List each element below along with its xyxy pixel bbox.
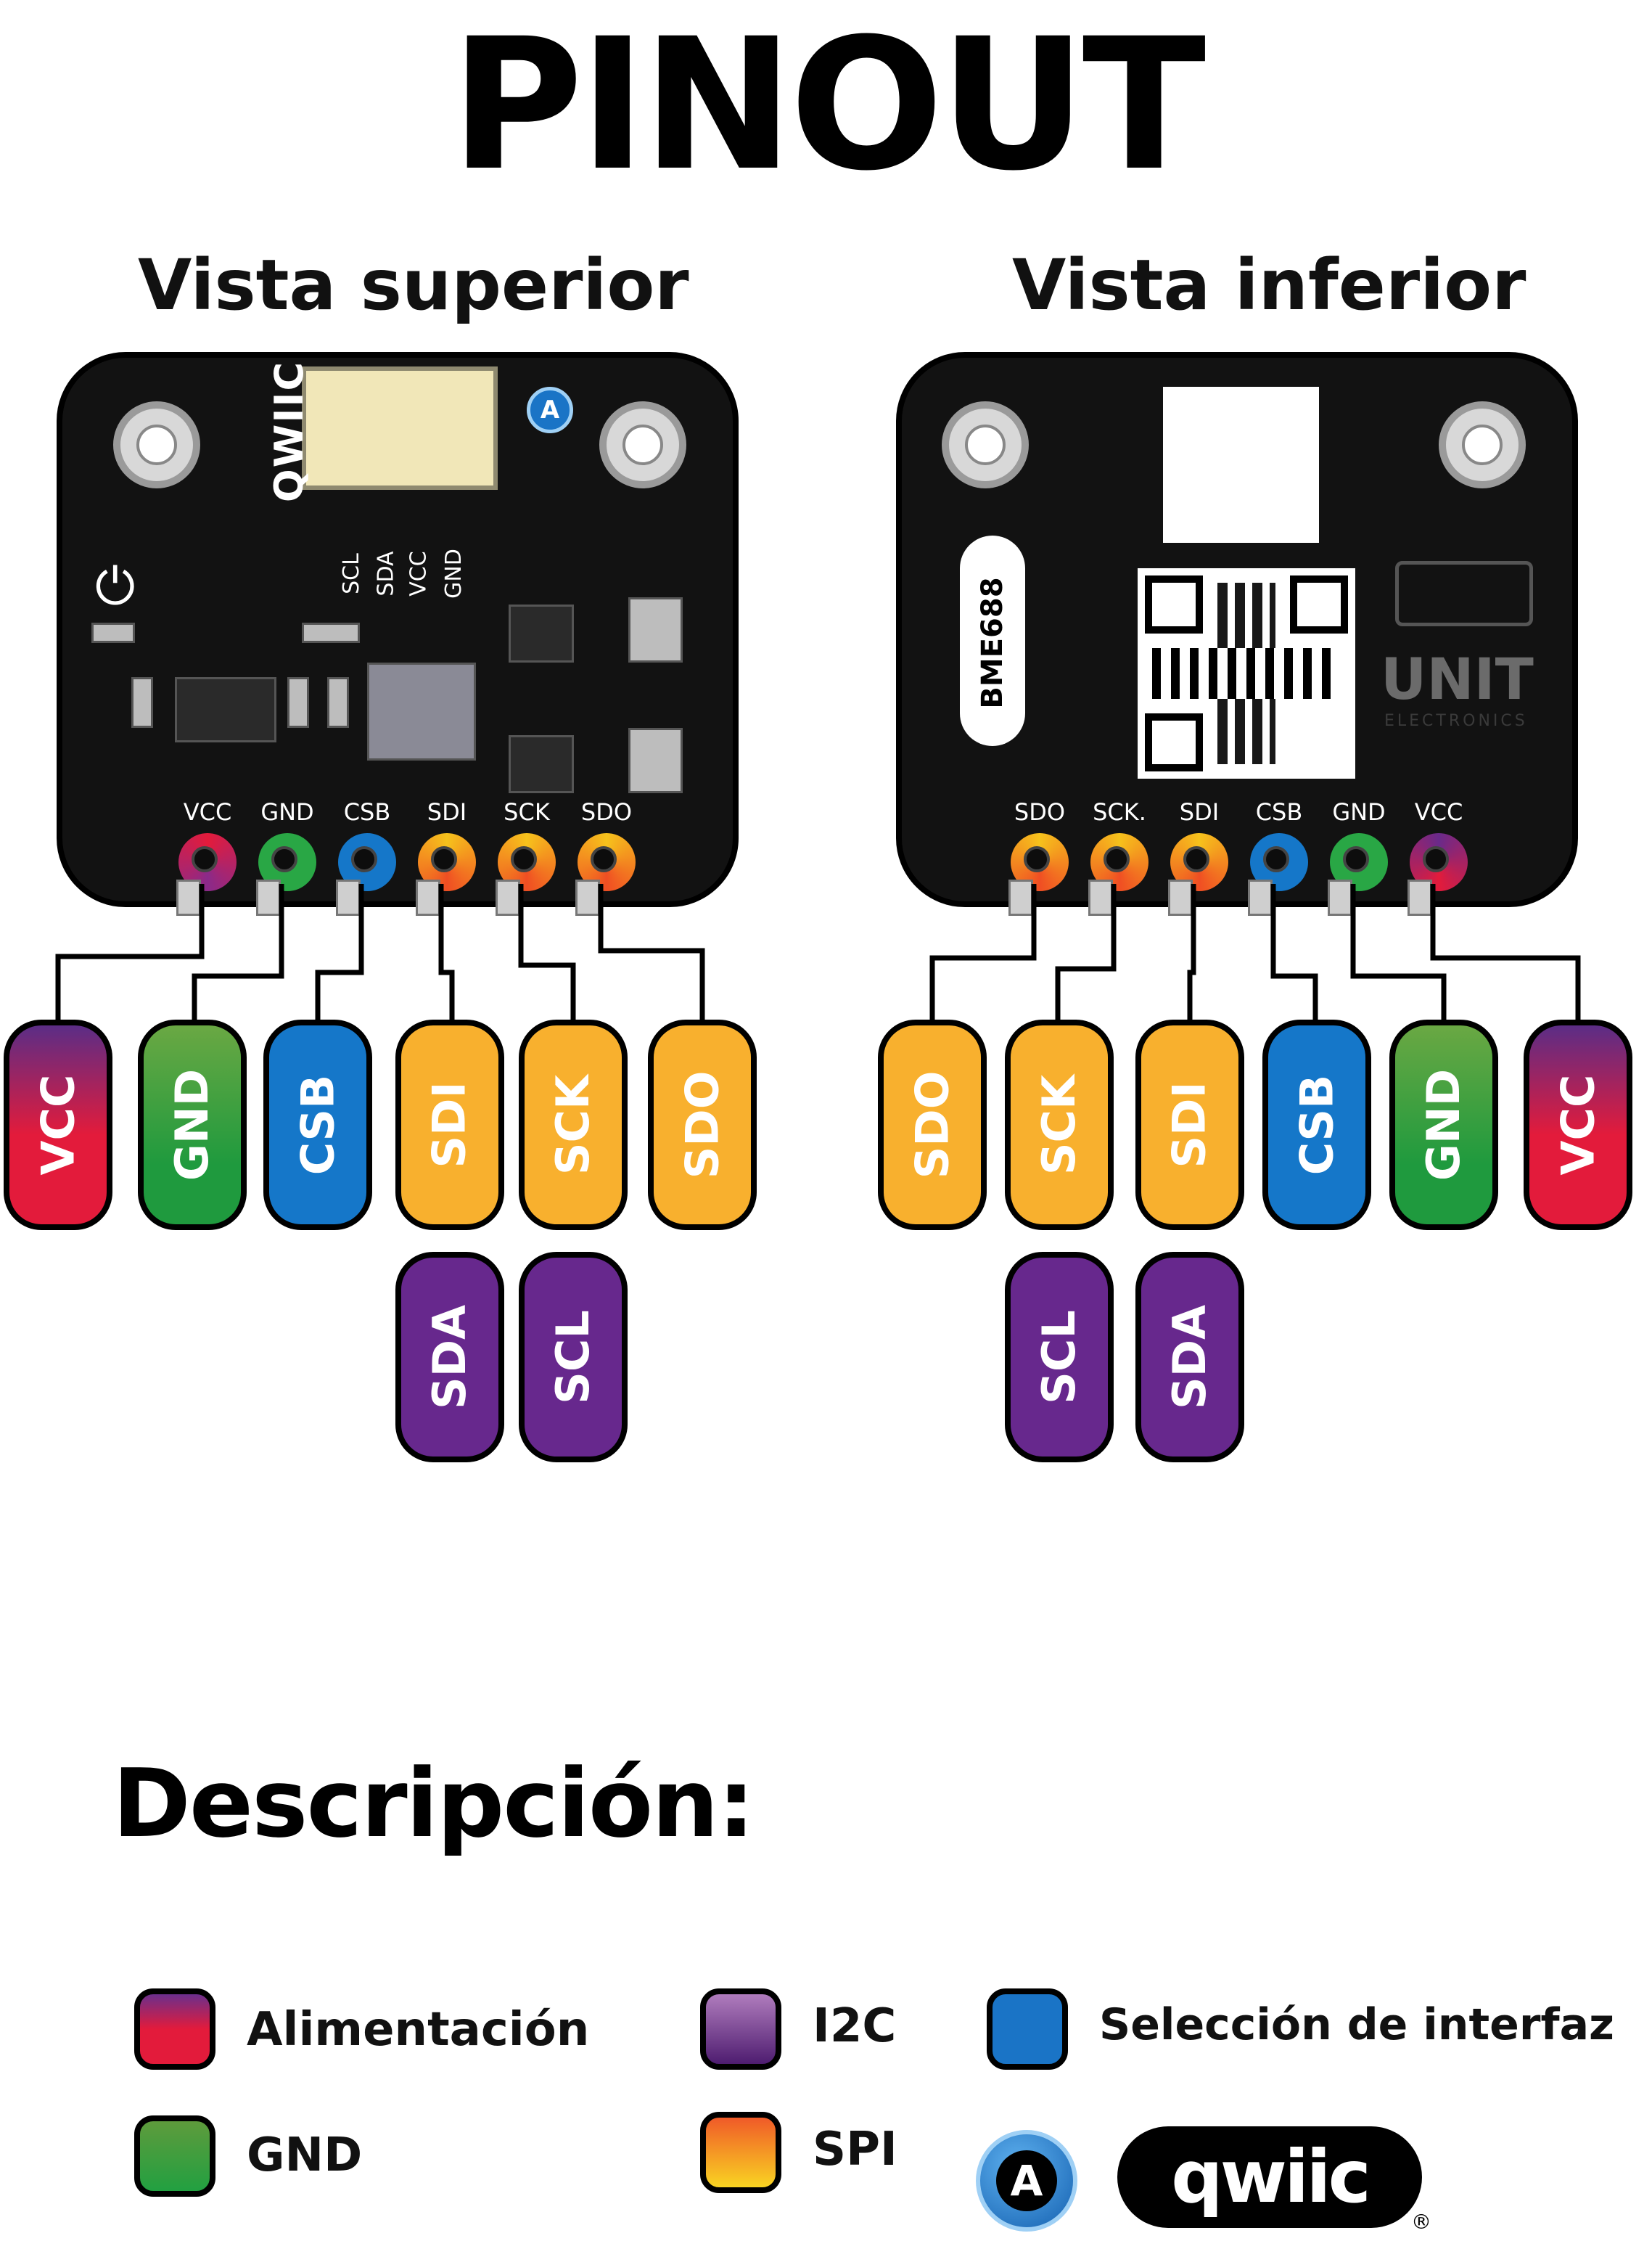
smd-component bbox=[327, 677, 349, 728]
mounting-hole bbox=[1439, 401, 1526, 488]
ic-chip bbox=[509, 605, 574, 663]
qr-code bbox=[1138, 568, 1355, 779]
pin-label-sck: SCK bbox=[504, 798, 550, 826]
qwiic-logo: qwiic bbox=[1117, 2126, 1422, 2228]
smd-component bbox=[131, 677, 153, 728]
pin-tag-scl: SCL bbox=[519, 1252, 628, 1462]
legend-title: Descripción: bbox=[112, 1748, 755, 1859]
qwiic-legend-badge-icon: A bbox=[976, 2130, 1077, 2232]
pin-tag-label: SCL bbox=[1032, 1310, 1085, 1404]
legend-label-gnd: GND bbox=[247, 2129, 363, 2182]
pin-connector-lines bbox=[55, 884, 1581, 1023]
white-label-area bbox=[1163, 387, 1319, 543]
pin-tag-label: GND bbox=[165, 1068, 218, 1181]
pin-tag-scl: SCL bbox=[1005, 1252, 1114, 1462]
pin-label-vcc: VCC bbox=[1414, 798, 1463, 826]
pin-tag-label: VCC bbox=[1551, 1074, 1604, 1176]
pin-label-vcc: VCC bbox=[183, 798, 232, 826]
pin-label-gnd: GND bbox=[1332, 798, 1386, 826]
registered-mark: ® bbox=[1411, 2210, 1431, 2234]
legend-swatch-spi bbox=[700, 2112, 781, 2193]
legend-label-power: Alimentación bbox=[247, 2003, 590, 2057]
top-view-title: Vista superior bbox=[138, 245, 689, 326]
pin-tag-label: SDI bbox=[423, 1081, 476, 1168]
smd-component bbox=[628, 597, 683, 663]
pin-tag-label: SDO bbox=[675, 1070, 729, 1179]
qwiic-badge-letter: A bbox=[1010, 2156, 1043, 2205]
pin-label-sdi: SDI bbox=[1179, 798, 1220, 826]
pin-tag-sdi: SDI bbox=[395, 1020, 504, 1230]
pin-tag-vcc: VCC bbox=[4, 1020, 112, 1230]
legend-swatch-gnd bbox=[134, 2115, 215, 2197]
mounting-hole bbox=[113, 401, 200, 488]
legend-label-i2c: I2C bbox=[813, 1999, 897, 2053]
chip-label-box bbox=[960, 536, 1025, 746]
qwiic-badge-icon: A bbox=[527, 387, 573, 433]
page-title: PINOUT bbox=[450, 0, 1207, 210]
pin-label-sdo: SDO bbox=[1014, 798, 1066, 826]
edge-finger bbox=[256, 880, 281, 916]
mounting-hole bbox=[599, 401, 686, 488]
pin-tag-label: SCK bbox=[1032, 1074, 1086, 1176]
pin-label-gnd: GND bbox=[260, 798, 314, 826]
pin-tag-label: CSB bbox=[291, 1074, 344, 1176]
pin-tag-label: SDA bbox=[423, 1304, 477, 1410]
edge-finger bbox=[416, 880, 440, 916]
bottom-view-title: Vista inferior bbox=[1012, 245, 1526, 326]
qwiic-badge-letter: A bbox=[540, 396, 560, 425]
pin-tag-sdo: SDO bbox=[648, 1020, 757, 1230]
pin-label-csb: CSB bbox=[1255, 798, 1303, 826]
pin-tag-vcc: VCC bbox=[1524, 1020, 1632, 1230]
pin-tag-gnd: GND bbox=[138, 1020, 247, 1230]
smd-component bbox=[287, 677, 309, 728]
ic-chip bbox=[509, 735, 574, 793]
legend-swatch-i2c bbox=[700, 1988, 781, 2070]
legend-label-select: Selección de interfaz bbox=[1099, 1999, 1614, 2050]
pin-tag-csb: CSB bbox=[263, 1020, 372, 1230]
qwiic-logo-text: qwiic bbox=[1171, 2134, 1371, 2219]
pin-label-sdo: SDO bbox=[580, 798, 633, 826]
brand-subtitle: ELECTRONICS bbox=[1384, 712, 1528, 730]
pin-tag-label: CSB bbox=[1290, 1074, 1343, 1176]
smd-component bbox=[628, 728, 683, 793]
pin-tag-sck: SCK bbox=[519, 1020, 628, 1230]
mounting-hole bbox=[942, 401, 1029, 488]
brand-name: UNIT bbox=[1381, 647, 1534, 713]
pin-tag-gnd: GND bbox=[1389, 1020, 1498, 1230]
qwiic-connector bbox=[302, 366, 498, 490]
pin-tag-sck: SCK bbox=[1005, 1020, 1114, 1230]
legend-swatch-power bbox=[134, 1988, 215, 2070]
pin-label-sdi: SDI bbox=[427, 798, 467, 826]
power-icon: ⏻ bbox=[95, 557, 136, 616]
pin-label-sck: SCK. bbox=[1093, 798, 1146, 826]
legend-label-spi: SPI bbox=[813, 2123, 897, 2176]
smd-component bbox=[302, 623, 360, 643]
pin-tag-label: SCK bbox=[546, 1074, 600, 1176]
pin-tag-label: VCC bbox=[31, 1074, 84, 1176]
legend-swatch-select bbox=[987, 1988, 1068, 2070]
pin-tag-label: SDO bbox=[905, 1070, 959, 1179]
pin-tag-sdo: SDO bbox=[878, 1020, 987, 1230]
pin-label-csb: CSB bbox=[343, 798, 391, 826]
pin-tag-sdi: SDI bbox=[1135, 1020, 1244, 1230]
brand-logo-icon bbox=[1395, 561, 1533, 626]
regulator-chip bbox=[175, 677, 276, 742]
pin-tag-sda: SDA bbox=[395, 1252, 504, 1462]
pin-tag-label: SCL bbox=[546, 1310, 599, 1404]
pin-tag-label: GND bbox=[1417, 1068, 1470, 1181]
smd-component bbox=[91, 623, 135, 643]
pin-tag-label: SDI bbox=[1163, 1081, 1216, 1168]
pin-tag-csb: CSB bbox=[1262, 1020, 1371, 1230]
pin-hole-csb bbox=[1250, 833, 1308, 891]
pin-tag-label: SDA bbox=[1163, 1304, 1217, 1410]
pin-tag-sda: SDA bbox=[1135, 1252, 1244, 1462]
sensor-chip bbox=[367, 663, 476, 761]
